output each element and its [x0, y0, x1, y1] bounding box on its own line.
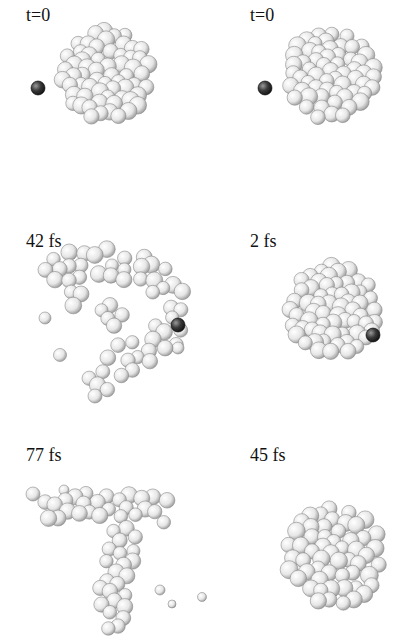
- atom-sphere: [142, 353, 157, 368]
- atom-sphere: [100, 382, 114, 396]
- projectile-sphere: [258, 81, 272, 95]
- atom-sphere: [88, 389, 102, 403]
- atom-sphere: [129, 508, 143, 522]
- atom-sphere: [128, 530, 142, 544]
- projectile-spheres: [31, 81, 380, 342]
- atom-sphere: [92, 507, 108, 523]
- atom-sphere: [102, 622, 116, 636]
- atom-sphere: [100, 350, 116, 366]
- atom-sphere: [340, 343, 356, 359]
- time-label: 42 fs: [26, 232, 62, 250]
- atom-sphere: [336, 596, 350, 610]
- atom-sphere: [54, 349, 67, 362]
- time-label: t=0: [250, 6, 274, 24]
- atom-sphere: [299, 100, 314, 115]
- atom-sphere: [116, 272, 132, 288]
- atom-sphere: [61, 244, 78, 261]
- atom-sphere: [84, 109, 99, 124]
- atom-sphere: [65, 297, 82, 314]
- atom-sphere: [157, 340, 173, 356]
- projectile-sphere: [31, 81, 45, 95]
- atom-sphere: [126, 336, 139, 349]
- atom-sphere: [159, 492, 175, 508]
- atom-sphere: [311, 110, 326, 125]
- atom-sphere: [103, 605, 117, 619]
- time-label: 2 fs: [250, 232, 277, 250]
- atom-sphere: [146, 285, 160, 299]
- atom-sphere: [47, 271, 63, 287]
- atom-sphere: [298, 336, 312, 350]
- atom-sphere: [114, 368, 129, 383]
- atom-sphere: [172, 342, 184, 354]
- atom-sphere: [40, 510, 56, 526]
- atom-sphere: [26, 487, 40, 501]
- atom-sphere: [111, 338, 126, 353]
- projectile-sphere: [366, 328, 380, 342]
- atom-sphere: [323, 343, 339, 359]
- atom-sphere: [310, 593, 326, 609]
- atom-sphere: [157, 516, 170, 529]
- atom-sphere: [287, 90, 302, 105]
- atom-sphere: [155, 585, 165, 595]
- atom-spheres: [26, 22, 386, 635]
- time-label: t=0: [26, 6, 50, 24]
- atom-sphere: [134, 272, 148, 286]
- time-label: 77 fs: [26, 446, 62, 464]
- time-label: 45 fs: [250, 446, 286, 464]
- atom-sphere: [335, 108, 350, 123]
- atom-sphere: [86, 247, 103, 264]
- atom-sphere: [168, 600, 176, 608]
- atom-sphere: [106, 318, 121, 333]
- atom-sphere: [159, 262, 173, 276]
- projectile-sphere: [171, 318, 185, 332]
- atom-sphere: [111, 108, 126, 123]
- atom-sphere: [72, 506, 88, 522]
- atom-sphere: [39, 312, 51, 324]
- atom-sphere: [198, 593, 207, 602]
- atom-sphere: [174, 283, 190, 299]
